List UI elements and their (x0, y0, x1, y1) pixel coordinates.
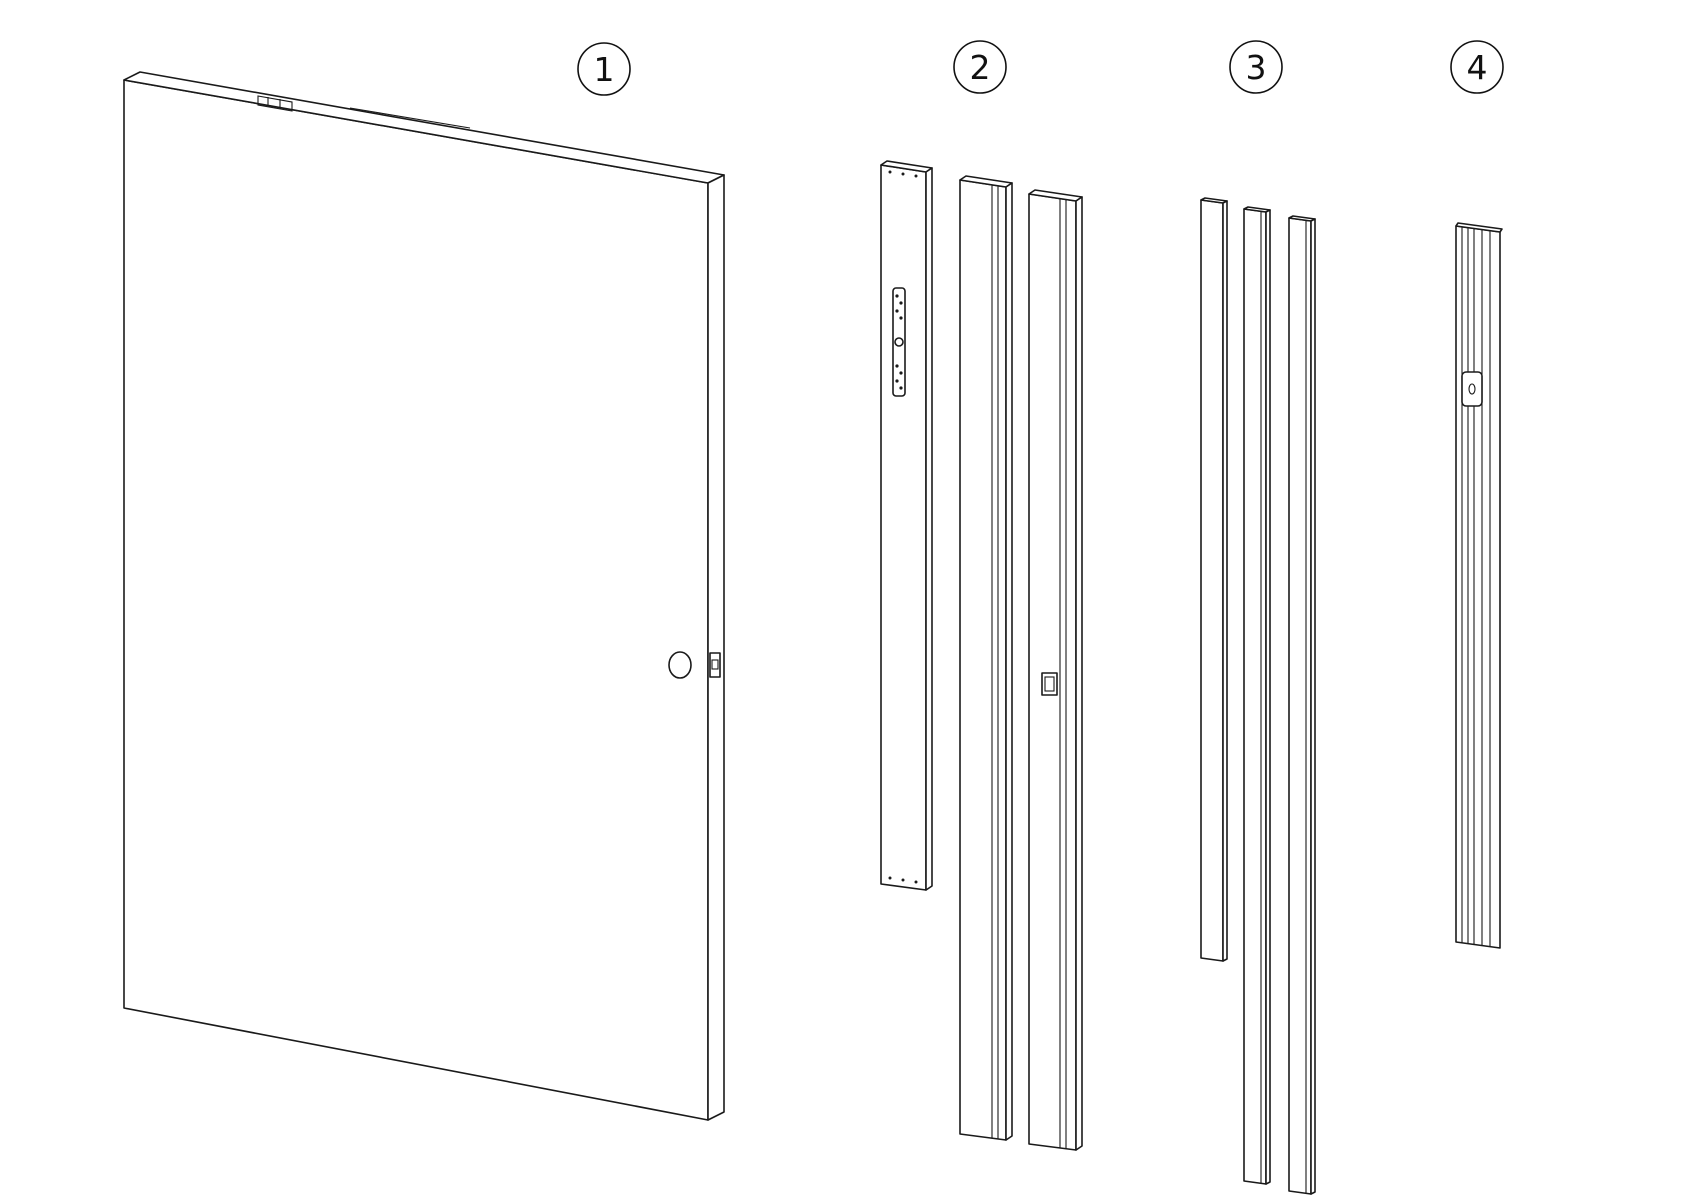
callout-1-label: 1 (594, 50, 615, 89)
strike-recess (1041, 672, 1058, 696)
architrave-left (1243, 206, 1271, 1185)
architrave-short (1200, 197, 1228, 962)
top-hinge-recess (257, 95, 293, 112)
callout-4: 4 (1450, 40, 1504, 94)
frame-head (880, 160, 933, 891)
frame-jamb-hinge-side (959, 175, 1013, 1141)
hinge-plate (892, 287, 906, 397)
callout-3: 3 (1229, 40, 1283, 94)
callout-2-label: 2 (970, 48, 991, 87)
frame-jamb-lock-side (1028, 189, 1083, 1151)
callout-3-label: 3 (1246, 48, 1267, 87)
latch-plate (709, 652, 721, 678)
callout-1: 1 (577, 42, 631, 96)
handle-hole (668, 651, 692, 679)
lock-case (1461, 371, 1483, 407)
lock-strip (1455, 222, 1503, 949)
architrave-right (1288, 215, 1316, 1195)
door-leaf (123, 71, 725, 1121)
callout-2: 2 (953, 40, 1007, 94)
callout-4-label: 4 (1467, 48, 1488, 87)
